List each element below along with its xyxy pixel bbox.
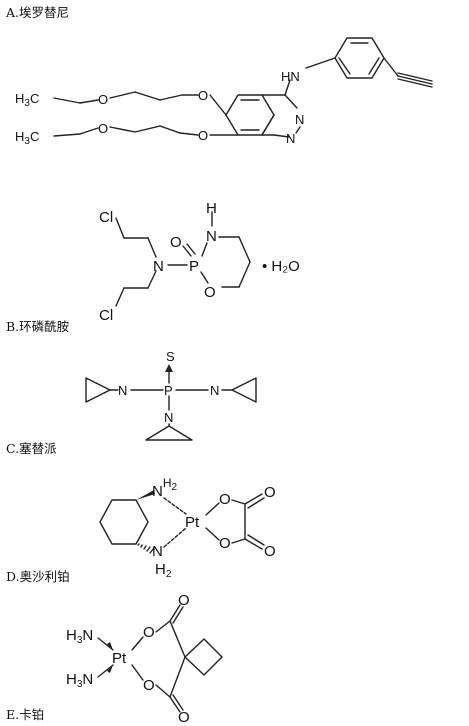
oxaliplatin-pt-label: Pt [185,514,200,531]
carboplatin-nh3-1-label: H3N [66,627,93,646]
cyclophosphamide-n-label: N [153,258,164,275]
structure-cyclophosphamide: Cl Cl N P O H N O • H₂O [99,200,300,324]
carboplatin-o4-label: O [178,709,190,726]
structure-erlotinib: HN N N O O O O H3C H3C [15,37,433,147]
cyclophosphamide-oring-label: O [204,284,216,301]
erlotinib-o4-label: O [98,121,108,136]
option-a-caption: A.埃罗替尼 [6,5,70,20]
option-e-caption: E.卡铂 [6,707,45,722]
cyclophosphamide-cl1-label: Cl [99,209,113,226]
thiotepa-n3-label: N [164,410,173,425]
structure-oxaliplatin: NH2 N H2 Pt O O O O [99,476,276,580]
thiotepa-p-label: P [164,383,173,398]
erlotinib-o2-label: O [198,128,208,143]
carboplatin-o2-label: O [143,677,155,694]
option-b-caption: B.环磷酰胺 [6,319,70,334]
erlotinib-o3-label: O [98,92,108,107]
thiotepa-n1-label: N [118,383,127,398]
thiotepa-n2-label: N [210,383,219,398]
structure-thiotepa: S P N N N [85,349,257,441]
erlotinib-o1-label: O [198,88,208,103]
carboplatin-nh3-2-label: H3N [66,671,93,690]
carboplatin-pt-label: Pt [112,650,127,667]
option-c-caption: C.塞替派 [6,441,57,456]
cyclophosphamide-oxo-label: O [170,234,182,251]
erlotinib-n2-label: N [286,131,295,146]
carboplatin-o1-label: O [143,624,155,641]
oxaliplatin-o4-label: O [264,543,276,560]
oxaliplatin-o3-label: O [264,484,276,501]
oxaliplatin-h2-label: H2 [155,561,172,580]
thiotepa-s-label: S [166,349,175,364]
cyclophosphamide-nh-label: N [206,228,217,245]
erlotinib-methyl2-label: H3C [15,129,39,147]
option-d-caption: D.奥沙利铂 [6,569,70,584]
carboplatin-o3-label: O [178,592,190,609]
cyclophosphamide-cl2-label: Cl [99,307,113,324]
structure-carboplatin: H3N H3N Pt O O O O [66,592,223,726]
oxaliplatin-n1-label: NH2 [152,476,178,500]
cyclophosphamide-h-label: H [206,200,217,217]
cyclophosphamide-water-label: • H₂O [262,258,300,275]
erlotinib-nh-label: HN [281,69,300,84]
oxaliplatin-o1-label: O [219,491,231,508]
erlotinib-methyl1-label: H3C [15,91,39,109]
cyclophosphamide-p-label: P [189,258,199,275]
oxaliplatin-o2-label: O [219,535,231,552]
oxaliplatin-n2-label: N [152,543,163,560]
erlotinib-n1-label: N [295,112,304,127]
